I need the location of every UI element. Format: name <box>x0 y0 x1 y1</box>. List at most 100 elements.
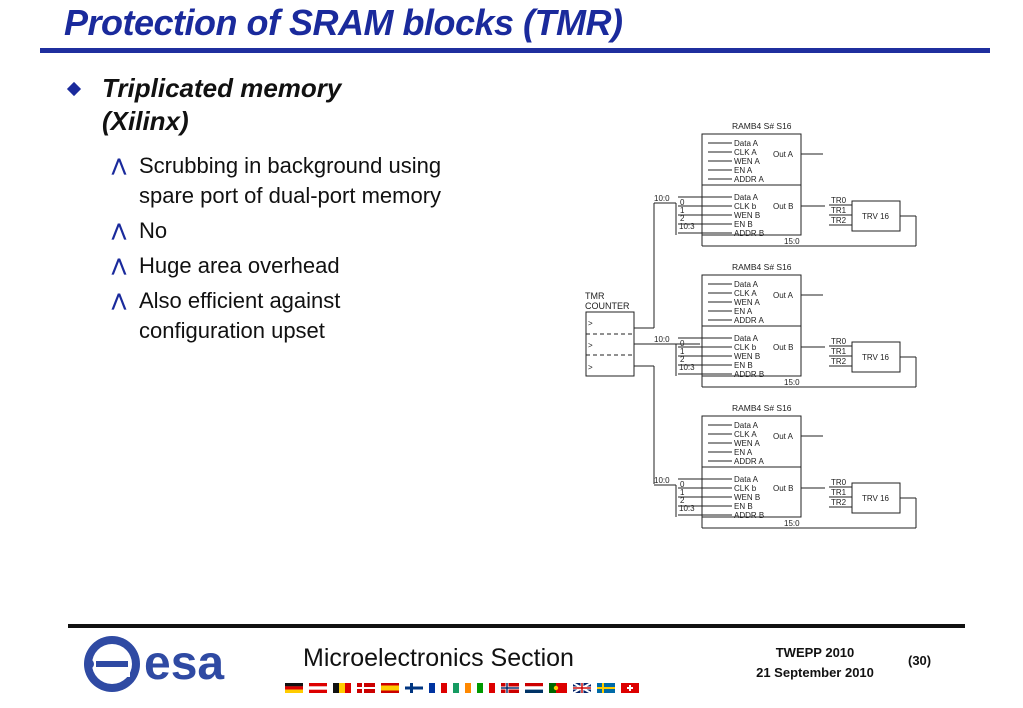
united-kingdom-flag-icon <box>573 683 591 693</box>
ram-port-b-box <box>701 325 802 377</box>
port-b-label: CLK b <box>734 343 757 352</box>
netherlands-flag-icon <box>525 683 543 693</box>
footer-rule <box>68 624 965 628</box>
port-a-label: CLK A <box>734 289 757 298</box>
bus-bit-label: 0 <box>680 480 685 489</box>
tr-label: TR1 <box>831 488 847 497</box>
section-name: Microelectronics Section <box>303 644 574 672</box>
port-a-label: WEN A <box>734 439 760 448</box>
bus-bit-label: 0 <box>680 198 685 207</box>
bus-bit-label: 10:3 <box>679 504 695 513</box>
port-b-label: EN B <box>734 361 753 370</box>
port-a-label: Data A <box>734 421 759 430</box>
ireland-flag-icon <box>453 683 471 693</box>
port-b-label: CLK b <box>734 484 757 493</box>
portugal-flag-icon <box>549 683 567 693</box>
port-a-label: WEN A <box>734 298 760 307</box>
port-b-label: ADDR B <box>734 370 764 379</box>
italy-flag-icon <box>477 683 495 693</box>
bus-out-label: 15:0 <box>784 237 800 246</box>
tmr-counter-box <box>585 311 635 377</box>
tr-label: TR0 <box>831 478 847 487</box>
out-b-label: Out B <box>773 484 793 493</box>
bus-out-label: 15:0 <box>784 519 800 528</box>
port-a-label: EN A <box>734 448 753 457</box>
port-a-label: WEN A <box>734 157 760 166</box>
sub-bullet-list: ⋀ Scrubbing in background using spare por… <box>112 151 462 351</box>
voter-label: TRV 16 <box>862 353 890 362</box>
event-date: 21 September 2010 <box>756 665 874 680</box>
port-b-label: CLK b <box>734 202 757 211</box>
bus-bit-label: 0 <box>680 339 685 348</box>
sub-bullet-text: Scrubbing in background using spare port… <box>139 153 442 208</box>
denmark-flag-icon <box>357 683 375 693</box>
out-a-label: Out A <box>773 150 794 159</box>
main-bullet-text: Triplicated memory (Xilinx) <box>102 73 342 136</box>
sub-bullet: ⋀No <box>112 216 462 246</box>
diamond-bullet-icon <box>66 81 82 97</box>
austria-flag-icon <box>309 683 327 693</box>
counter-label: TMR <box>585 291 605 301</box>
switzerland-flag-icon <box>621 683 639 693</box>
germany-flag-icon <box>285 683 303 693</box>
sub-bullet: ⋀ Scrubbing in background using spare por… <box>112 151 462 211</box>
port-b-label: WEN B <box>734 493 760 502</box>
port-a-label: Data A <box>734 280 759 289</box>
caret-bullet-icon: ⋀ <box>112 256 126 275</box>
port-b-label: EN B <box>734 502 753 511</box>
france-flag-icon <box>429 683 447 693</box>
out-b-label: Out B <box>773 202 793 211</box>
event-name: TWEPP 2010 <box>775 645 855 660</box>
bus-bit-label: 1 <box>680 347 685 356</box>
bus-in-label: 10:0 <box>654 476 670 485</box>
ram-port-b-box <box>701 184 802 236</box>
bus-bit-label: 2 <box>680 496 685 505</box>
caret-bullet-icon: ⋀ <box>112 291 126 310</box>
sweden-flag-icon <box>597 683 615 693</box>
norway-flag-icon <box>501 683 519 693</box>
port-a-label: EN A <box>734 307 753 316</box>
tr-label: TR1 <box>831 206 847 215</box>
port-a-label: EN A <box>734 166 753 175</box>
bus-in-label: 10:0 <box>654 335 670 344</box>
belgium-flag-icon <box>333 683 351 693</box>
event-info: TWEPP 2010 21 September 2010 <box>705 643 925 683</box>
port-a-label: CLK A <box>734 430 757 439</box>
tr-label: TR0 <box>831 196 847 205</box>
tr-label: TR2 <box>831 216 847 225</box>
port-b-label: ADDR B <box>734 511 764 520</box>
port-b-label: Data A <box>734 193 759 202</box>
title-underline <box>40 48 990 53</box>
port-a-label: Data A <box>734 139 759 148</box>
port-a-label: CLK A <box>734 148 757 157</box>
port-b-label: Data A <box>734 334 759 343</box>
bus-in-label: 10:0 <box>654 194 670 203</box>
finland-flag-icon <box>405 683 423 693</box>
bus-bit-label: 2 <box>680 214 685 223</box>
out-a-label: Out A <box>773 291 794 300</box>
sub-bullet: ⋀Also efficient against configuration up… <box>112 286 462 346</box>
port-b-label: EN B <box>734 220 753 229</box>
bus-bit-label: 1 <box>680 206 685 215</box>
out-b-label: Out B <box>773 343 793 352</box>
port-b-label: WEN B <box>734 211 760 220</box>
bus-bit-label: 10:3 <box>679 363 695 372</box>
port-a-label: ADDR A <box>734 316 764 325</box>
ram-block-title: RAMB4 S# S16 <box>732 262 792 272</box>
member-flags <box>285 683 639 693</box>
sub-bullet-text: No <box>139 218 168 243</box>
tr-label: TR2 <box>831 498 847 507</box>
port-b-label: Data A <box>734 475 759 484</box>
bus-bit-label: 2 <box>680 355 685 364</box>
port-b-label: ADDR B <box>734 229 764 238</box>
voter-label: TRV 16 <box>862 212 890 221</box>
sub-bullet-text: Huge area overhead <box>139 253 340 278</box>
slide-title: Protection of SRAM blocks (TMR) <box>64 2 623 43</box>
svg-text:>: > <box>588 341 593 350</box>
port-a-label: ADDR A <box>734 175 764 184</box>
bus-bit-label: 1 <box>680 488 685 497</box>
counter-label: COUNTER <box>585 301 630 311</box>
ram-block-title: RAMB4 S# S16 <box>732 121 792 131</box>
caret-bullet-icon: ⋀ <box>112 156 126 175</box>
